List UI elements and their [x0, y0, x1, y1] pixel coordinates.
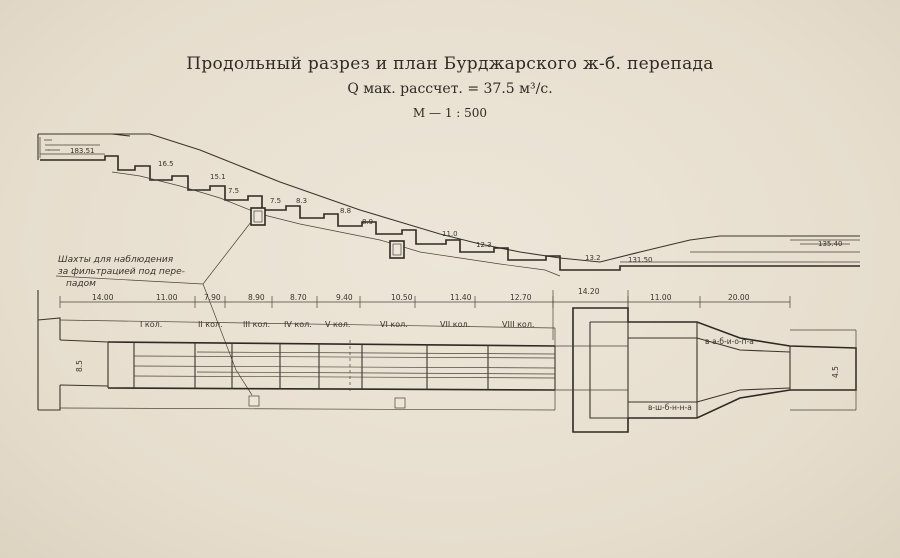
ground-profile	[112, 133, 860, 263]
inspection-shaft-2	[389, 240, 405, 259]
dimension-label: 8.70	[290, 293, 307, 302]
downstream-canal	[790, 329, 857, 411]
elevation-label: 16.5	[158, 160, 174, 168]
chamber-label: V кол.	[325, 320, 350, 329]
downstream-marks	[790, 239, 860, 245]
dimension-label: 12.70	[510, 293, 532, 302]
chamber-label: IV кол.	[284, 320, 312, 329]
discharge-caption: Q мак. рассчет. = 37.5 м³/с.	[347, 81, 553, 97]
note-line-3: падом	[66, 279, 96, 289]
basin-label-upper: в-а-б-и-о-п-а	[705, 337, 754, 346]
elevation-label: 13.2	[585, 254, 601, 262]
dimension-label: 11.00	[156, 293, 178, 302]
elevation-label: 15.1	[210, 173, 226, 181]
chamber-label: VIII кол.	[502, 320, 534, 329]
elevation-label: 131.50	[628, 256, 653, 264]
elevation-label: 8.8	[340, 207, 351, 215]
dimension-label: 14.20	[578, 287, 600, 296]
step-elevation-labels: 183.51 16.5 15.1 7.5 7.5 8.3 8.8 8.9 11.…	[70, 147, 843, 264]
longitudinal-section	[37, 133, 860, 277]
dimension-label: 20.00	[728, 293, 750, 302]
dimension-label: 9.40	[336, 293, 353, 302]
elevation-label: 7.5	[270, 197, 281, 205]
dimension-label: 10.50	[391, 293, 413, 302]
elevation-label: 12.3	[476, 241, 492, 249]
scale-caption: М — 1 : 500	[412, 106, 488, 120]
elevation-label: 183.51	[70, 147, 95, 155]
stepped-profile	[40, 155, 860, 271]
plan-channel-walls	[107, 341, 556, 391]
plan-shaft-1	[248, 395, 260, 407]
plan-view	[37, 290, 857, 433]
elevation-label: 135.40	[818, 240, 843, 248]
elevation-label: 8.9	[362, 218, 373, 226]
chamber-label: VI кол.	[380, 320, 408, 329]
chamber-label: II кол.	[198, 320, 223, 329]
elevation-label: 11.0	[442, 230, 458, 238]
dimension-line	[59, 290, 791, 340]
inspection-shaft-1	[250, 207, 266, 226]
chamber-bars	[133, 355, 556, 379]
dimension-label: 11.00	[650, 293, 672, 302]
dimension-label: 14.00	[92, 293, 114, 302]
basin-label-lower: в-ш-б-н-н-а	[648, 403, 692, 412]
stilling-basin-outline	[572, 307, 857, 433]
basin-inner-walls	[628, 337, 791, 403]
shaft-note: Шахты для наблюдения за фильтрацией под …	[55, 221, 253, 396]
basin-end-sill	[589, 321, 629, 419]
plan-inlet	[37, 290, 61, 411]
chamber-label: I кол.	[140, 320, 162, 329]
elevation-label: 7.5	[228, 187, 239, 195]
upstream-marks	[39, 137, 60, 158]
dimension-label: 11.40	[450, 293, 472, 302]
leader-line-plan	[202, 283, 253, 396]
chamber-label: VII кол.	[440, 320, 470, 329]
inlet-width-label: 8.5	[75, 360, 84, 372]
note-line-2: за фильтрацией под пере-	[58, 267, 185, 277]
drawing-title: Продольный разрез и план Бурджарского ж-…	[186, 54, 714, 74]
dimension-label: 7.90	[204, 293, 221, 302]
dimension-labels: 14.00 11.00 7.90 8.90 8.70 9.40 10.50 11…	[92, 287, 750, 302]
chamber-label: III кол.	[243, 320, 270, 329]
chamber-labels: I кол. II кол. III кол. IV кол. V кол. V…	[140, 320, 534, 329]
elevation-label: 8.3	[296, 197, 307, 205]
outlet-width-label: 4.5	[831, 366, 840, 378]
plan-shaft-2	[394, 397, 406, 409]
dimension-label: 8.90	[248, 293, 265, 302]
note-line-1: Шахты для наблюдения	[58, 255, 174, 265]
foundation-line	[111, 171, 561, 277]
water-surface	[40, 153, 860, 263]
chamber-partitions	[194, 342, 556, 390]
